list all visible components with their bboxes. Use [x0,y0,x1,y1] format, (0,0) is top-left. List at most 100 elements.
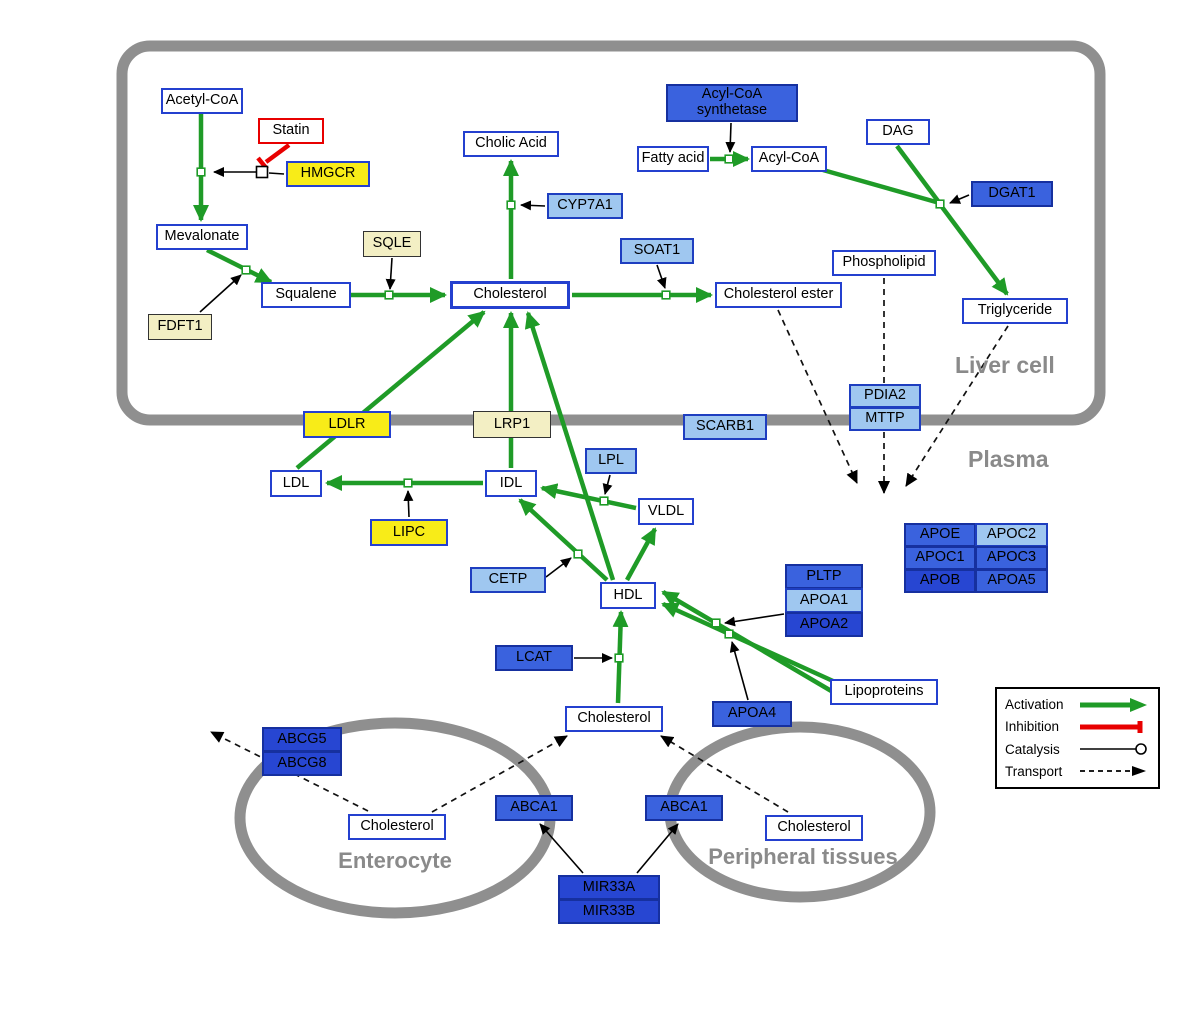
edge-apoa4-reaction [729,641,749,701]
node-cholesterol-plasma[interactable]: Cholesterol [565,706,663,732]
edge-peripheral-to-plasma-cholesterol [660,735,789,813]
inhibition-tee-icon [1080,720,1143,733]
node-hdl[interactable]: HDL [600,582,656,609]
junction-apoa [711,618,721,628]
transport-arrow-icon [1080,766,1146,777]
node-abca1-peripheral[interactable]: ABCA1 [645,795,723,821]
node-statin[interactable]: Statin [258,118,324,144]
node-pdia2[interactable]: PDIA2 [849,384,921,408]
junction-dgat1 [935,199,945,209]
node-apoc1[interactable]: APOC1 [904,546,976,570]
edge-sqle-reaction [385,257,396,290]
transport-edges [210,278,1009,813]
node-abcg5[interactable]: ABCG5 [262,727,342,752]
node-fatty-acid[interactable]: Fatty acid [637,146,709,172]
node-cholesterol-peripheral[interactable]: Cholesterol [765,815,863,841]
node-mir33b[interactable]: MIR33B [558,899,660,924]
edge-hdl-vldl [625,527,657,582]
legend-catalysis-label: Catalysis [1005,741,1060,757]
node-apoc2[interactable]: APOC2 [975,523,1048,547]
node-apoa5[interactable]: APOA5 [975,569,1048,593]
node-scarb1[interactable]: SCARB1 [683,414,767,440]
edge-enterocyte-cholesterol-efflux [210,731,369,812]
node-vldl[interactable]: VLDL [638,498,694,525]
node-abcg8[interactable]: ABCG8 [262,751,342,776]
node-lipoproteins[interactable]: Lipoproteins [830,679,938,705]
node-squalene[interactable]: Squalene [261,282,351,308]
node-cetp[interactable]: CETP [470,567,546,593]
node-triglyceride[interactable]: Triglyceride [962,298,1068,324]
node-lpl[interactable]: LPL [585,448,637,474]
edge-ldl-cholesterol [295,310,486,470]
node-mttp[interactable]: MTTP [849,407,921,431]
node-acetyl-coa[interactable]: Acetyl-CoA [161,88,243,114]
node-apoa4[interactable]: APOA4 [712,701,792,727]
junction-sqle [384,290,394,300]
legend-activation-label: Activation [1005,697,1064,712]
edge-hdl-idl [518,498,609,582]
node-cholesterol-enterocyte[interactable]: Cholesterol [348,814,446,840]
junction-hmgcr [196,167,206,177]
edge-enterocyte-to-plasma-cholesterol [431,735,568,813]
edge-mir33-abca1-left [539,823,584,874]
edge-cetp-reaction [545,557,572,578]
node-apoc3[interactable]: APOC3 [975,546,1048,570]
node-pltp[interactable]: PLTP [785,564,863,589]
junction-cetp [573,549,583,559]
catalysis-edges [199,122,970,874]
node-sqle[interactable]: SQLE [363,231,421,257]
node-cholic-acid[interactable]: Cholic Acid [463,131,559,157]
node-lrp1[interactable]: LRP1 [473,411,551,438]
legend-row-transport: Transport [1005,761,1150,782]
inhibition-edge [256,143,291,171]
edge-cholesterolester-secretion [777,309,858,484]
node-phospholipid[interactable]: Phospholipid [832,250,936,276]
node-mir33a[interactable]: MIR33A [558,875,660,900]
node-mevalonate[interactable]: Mevalonate [156,224,248,250]
node-lcat[interactable]: LCAT [495,645,573,671]
node-cholesterol-ester[interactable]: Cholesterol ester [715,282,842,308]
node-cyp7a1[interactable]: CYP7A1 [547,193,623,219]
edge-lipc-reaction [403,490,414,518]
node-lipc[interactable]: LIPC [370,519,448,546]
edge-soat1-reaction [656,264,667,289]
liver-cell-label: Liver cell [955,352,1055,378]
legend-row-activation: Activation [1005,694,1150,715]
edge-apoa-stack-reaction [724,613,785,627]
junction-soat1 [661,290,671,300]
edge-statin-inhibition [264,143,291,164]
legend-inhibition-label: Inhibition [1005,719,1060,735]
node-acyl-coa-synthetase[interactable]: Acyl-CoA synthetase [666,84,798,122]
node-apoa1[interactable]: APOA1 [785,588,863,613]
node-apoa2[interactable]: APOA2 [785,612,863,637]
edge-mir33-abca1-right [636,823,679,874]
node-abca1-enterocyte[interactable]: ABCA1 [495,795,573,821]
activation-arrow-icon [1080,697,1147,712]
node-dag[interactable]: DAG [866,119,930,145]
edge-acylcoa-junction [822,167,937,205]
node-ldlr[interactable]: LDLR [303,411,391,438]
node-acyl-coa[interactable]: Acyl-CoA [751,146,827,172]
node-ldl[interactable]: LDL [270,470,322,497]
junction-statin-hmgcr [255,165,269,179]
node-idl[interactable]: IDL [485,470,537,497]
legend-transport-label: Transport [1005,763,1063,779]
junction-fdft1 [241,265,251,275]
edge-lipoproteins-hdl-2 [661,601,834,684]
edge-dgat1-reaction [949,194,970,204]
junction-acylcoa-synthetase [724,154,734,164]
node-fdft1[interactable]: FDFT1 [148,314,212,340]
node-cholesterol-liver[interactable]: Cholesterol [450,281,570,309]
node-hmgcr[interactable]: HMGCR [286,161,370,187]
node-apoe[interactable]: APOE [904,523,976,547]
edge-vldl-idl [540,483,637,511]
legend: Activation Inhibition Catalysis Transpor… [995,687,1160,789]
node-soat1[interactable]: SOAT1 [620,238,694,264]
edge-triglyceride-secretion [905,325,1009,487]
edge-cyp7a1-reaction [520,200,546,211]
node-dgat1[interactable]: DGAT1 [971,181,1053,207]
node-apob[interactable]: APOB [904,569,976,593]
edge-fdft1-reaction [199,274,242,313]
